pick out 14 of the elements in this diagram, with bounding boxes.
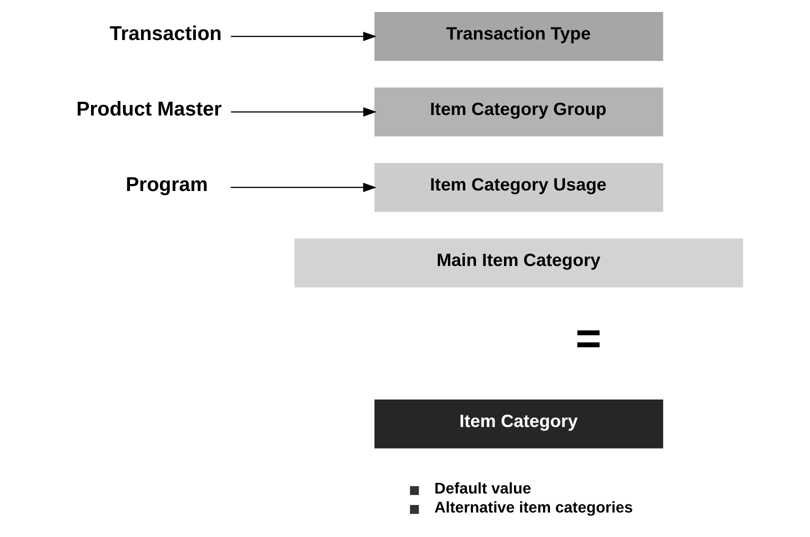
node-label: Alternative item categories xyxy=(434,499,633,516)
node-box: Transaction Type xyxy=(374,12,664,61)
node-box: Item Category xyxy=(374,400,664,448)
label: = xyxy=(575,314,602,364)
arrow xyxy=(230,182,376,192)
node-label: Default value xyxy=(434,480,532,498)
node-box: Item Category Group xyxy=(374,88,664,136)
node-text: Program xyxy=(126,174,208,196)
node-text: Transaction xyxy=(110,23,222,46)
arrow xyxy=(231,107,377,117)
node-box: Item Category Usage xyxy=(374,163,664,212)
node-box: Main Item Category xyxy=(294,238,744,288)
node-text: Product Master xyxy=(76,98,222,121)
arrow xyxy=(230,32,377,42)
